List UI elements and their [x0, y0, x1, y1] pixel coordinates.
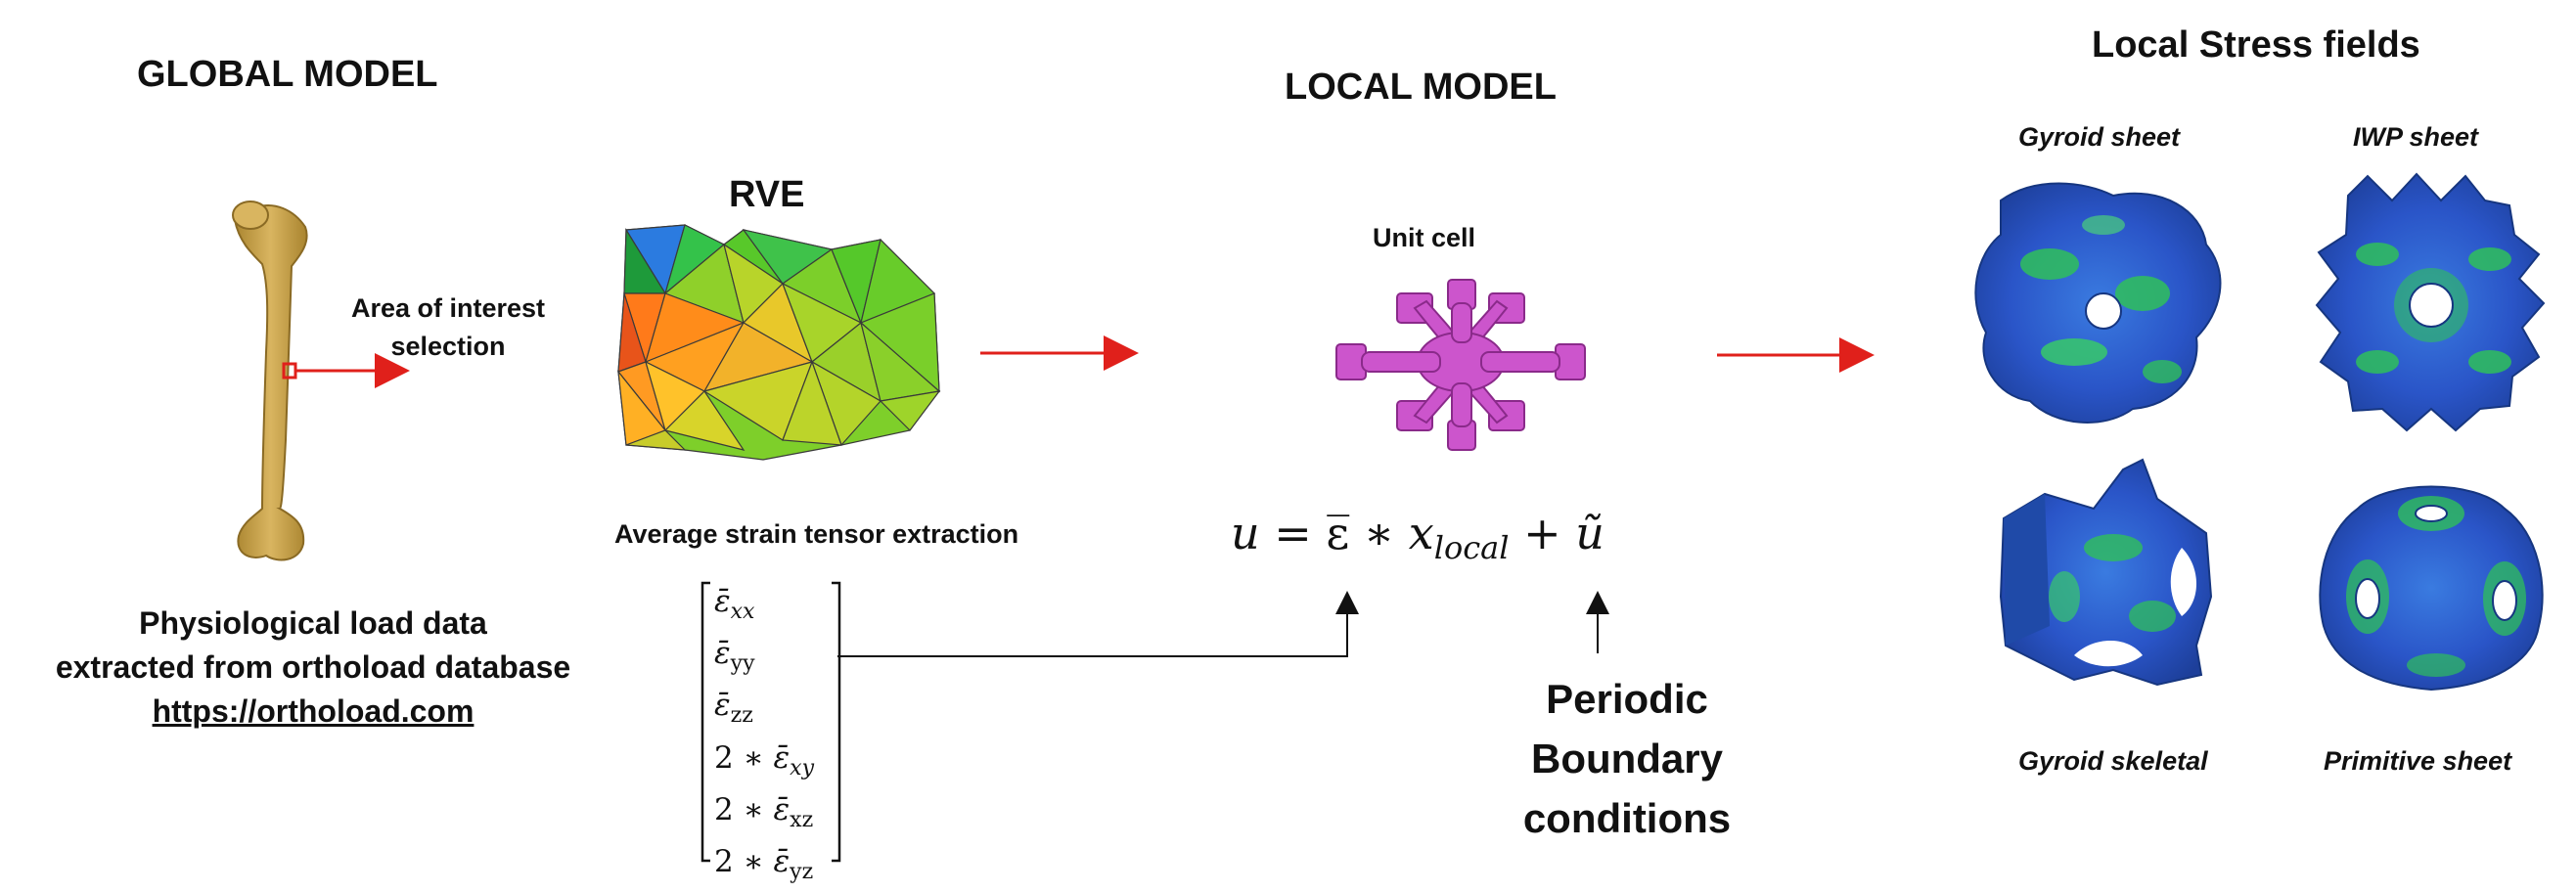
aoi-label-line2: selection [390, 332, 506, 362]
gyroid-sheet-label: Gyroid sheet [2018, 122, 2181, 152]
iwp-sheet-image [2315, 172, 2546, 432]
periodic-boundary-conditions-label: Periodic Boundary conditions [1470, 670, 1784, 849]
load-data-caption: Physiological load data extracted from o… [0, 602, 626, 733]
load-line2: extracted from orthoload database [55, 648, 571, 685]
primitive-sheet-image [2319, 485, 2544, 692]
area-of-interest-label: Area of interest selection [331, 290, 565, 366]
matrix-row: 2 ∗ ε̄xy [714, 739, 814, 781]
matrix-row: ε̄xx [714, 584, 755, 625]
local-stress-fields-title: Local Stress fields [2092, 24, 2420, 66]
load-line1: Physiological load data [139, 605, 487, 641]
pbc-line1: Periodic [1546, 676, 1708, 722]
rve-caption: Average strain tensor extraction [614, 519, 1019, 549]
global-model-title: GLOBAL MODEL [137, 54, 438, 95]
matrix-to-equation-arrow [837, 591, 1359, 657]
iwp-sheet-label: IWP sheet [2353, 122, 2479, 152]
gyroid-skeletal-label: Gyroid skeletal [2018, 746, 2208, 776]
aoi-label-line1: Area of interest [350, 293, 546, 323]
rve-title: RVE [729, 174, 805, 215]
matrix-row: ε̄yy [714, 636, 755, 677]
unit-cell-label: Unit cell [1373, 223, 1476, 252]
local-model-title: LOCAL MODEL [1285, 67, 1557, 108]
matrix-row: 2 ∗ ε̄yz [714, 843, 814, 885]
gyroid-sheet-image [1974, 182, 2222, 424]
matrix-row: 2 ∗ ε̄xz [714, 791, 814, 832]
matrix-left-bracket [700, 581, 710, 863]
strain-tensor-matrix: ε̄xx ε̄yy ε̄zz 2 ∗ ε̄xy 2 ∗ ε̄xz 2 ∗ ε̄y… [714, 581, 814, 893]
matrix-right-bracket [832, 581, 841, 863]
displacement-equation: u = ε̅ ∗ xlocal + ũ [1231, 507, 1604, 567]
unit-cell-image [1335, 279, 1586, 451]
orthoload-link[interactable]: https://orthoload.com [152, 692, 475, 729]
matrix-row: ε̄zz [714, 688, 753, 729]
pbc-line2: Boundary [1530, 735, 1723, 781]
primitive-sheet-label: Primitive sheet [2324, 746, 2512, 776]
femur-bone-image [232, 201, 308, 561]
gyroid-skeletal-image [1999, 458, 2213, 687]
rve-mesh-image [617, 224, 941, 461]
pbc-line3: conditions [1522, 794, 1732, 841]
